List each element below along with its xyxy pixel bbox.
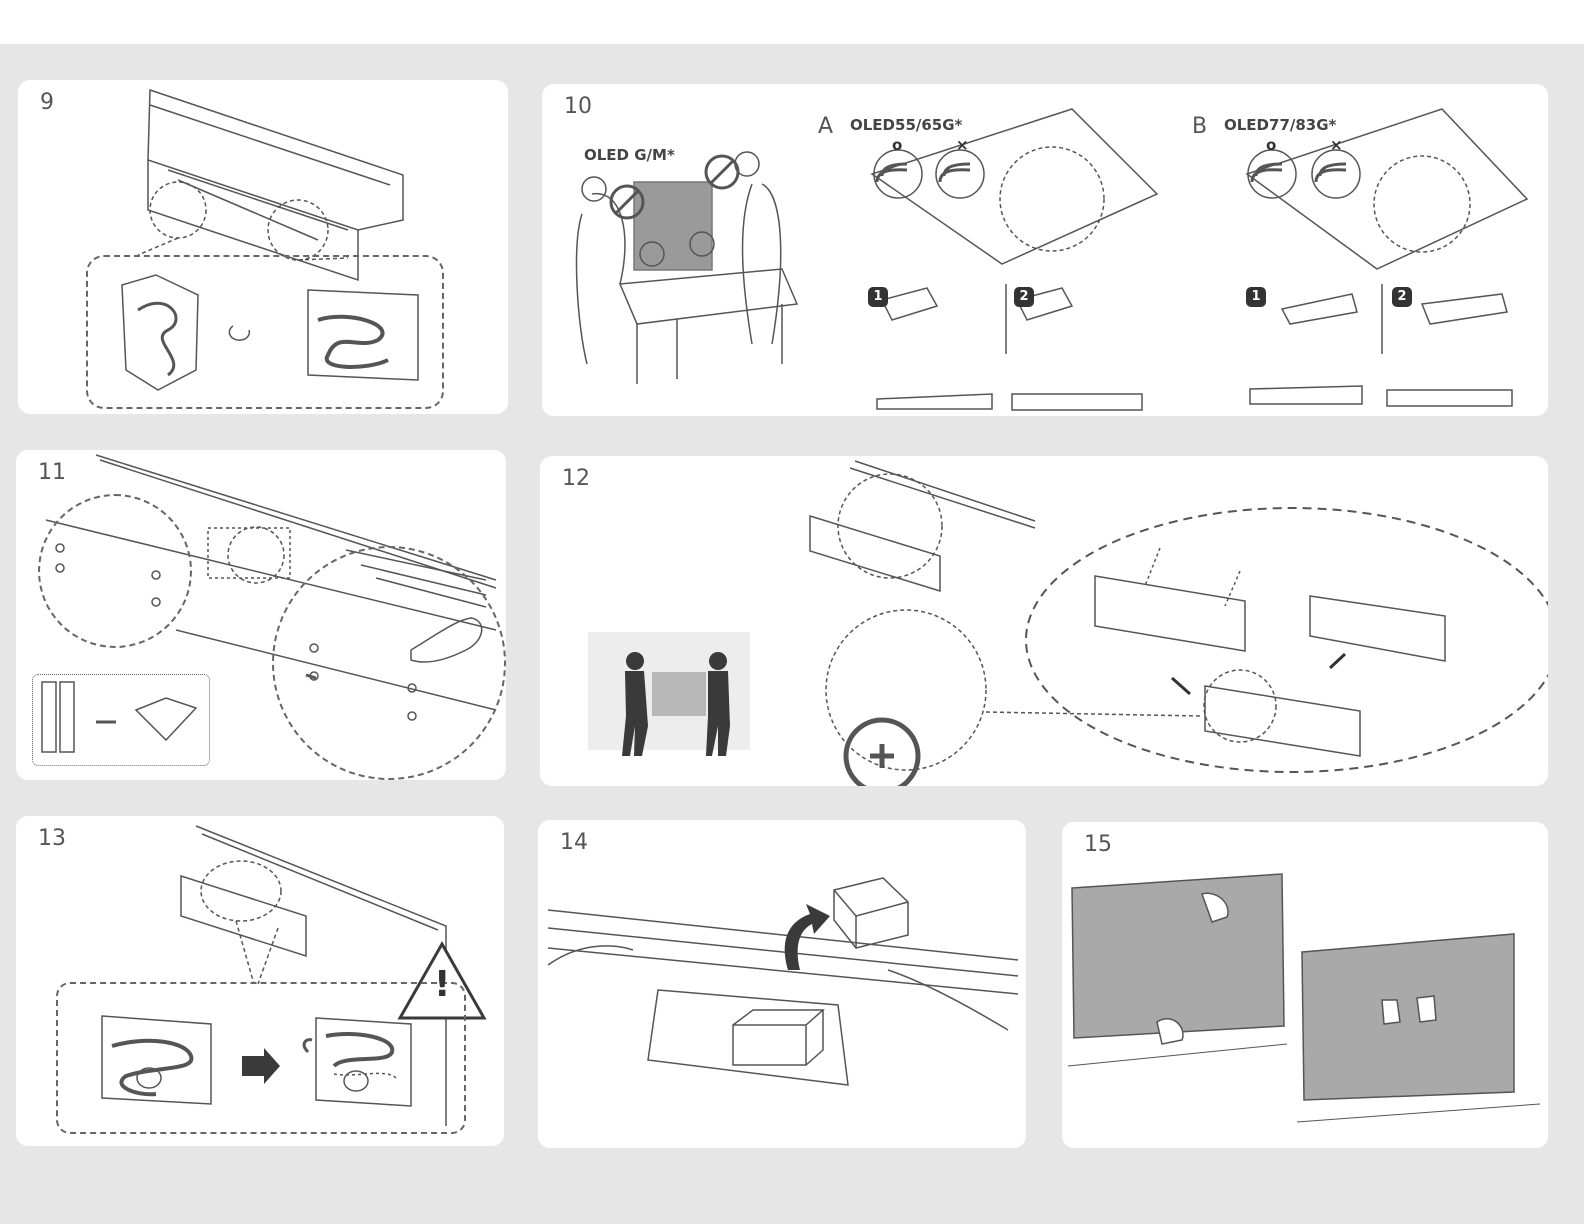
variant-a-wrong: × (956, 136, 969, 154)
bracket-hang-illustration (540, 456, 1548, 786)
variant-b-model: OLED77/83G* (1224, 116, 1336, 134)
detail-circle-right (272, 546, 506, 780)
detail-box (56, 982, 466, 1134)
detail-circle-left (38, 494, 192, 648)
step-13-panel: 13 ! (16, 816, 504, 1146)
variant-b-correct: o (1266, 136, 1276, 154)
step-11-panel: 11 (16, 450, 506, 780)
step-15-panel: 15 (1062, 822, 1548, 1148)
step-9-panel: 9 (18, 80, 508, 414)
detail-box (86, 255, 444, 409)
protective-film-illustration (538, 820, 1026, 1148)
step-12-panel: 12 (540, 456, 1548, 786)
tv-placement-illustration (542, 84, 1548, 416)
warning-icon: ! (434, 964, 450, 1005)
variant-a-step-2: 2 (1014, 287, 1034, 307)
variant-a-model: OLED55/65G* (850, 116, 962, 134)
variant-a-step-1: 1 (868, 287, 888, 307)
top-margin (0, 0, 1584, 44)
variant-b-wrong: × (1330, 136, 1343, 154)
variant-a-correct: o (892, 136, 902, 154)
step-10-panel: 10 OLED G/M* (542, 84, 1548, 416)
variant-b-letter: B (1192, 114, 1207, 139)
variant-b-step-1: 1 (1246, 287, 1266, 307)
variant-a-letter: A (818, 114, 833, 139)
variant-b-step-2: 2 (1392, 287, 1412, 307)
tv-on-wall-illustration (1062, 822, 1548, 1148)
step-14-panel: 14 (538, 820, 1026, 1148)
detail-box (32, 674, 210, 766)
